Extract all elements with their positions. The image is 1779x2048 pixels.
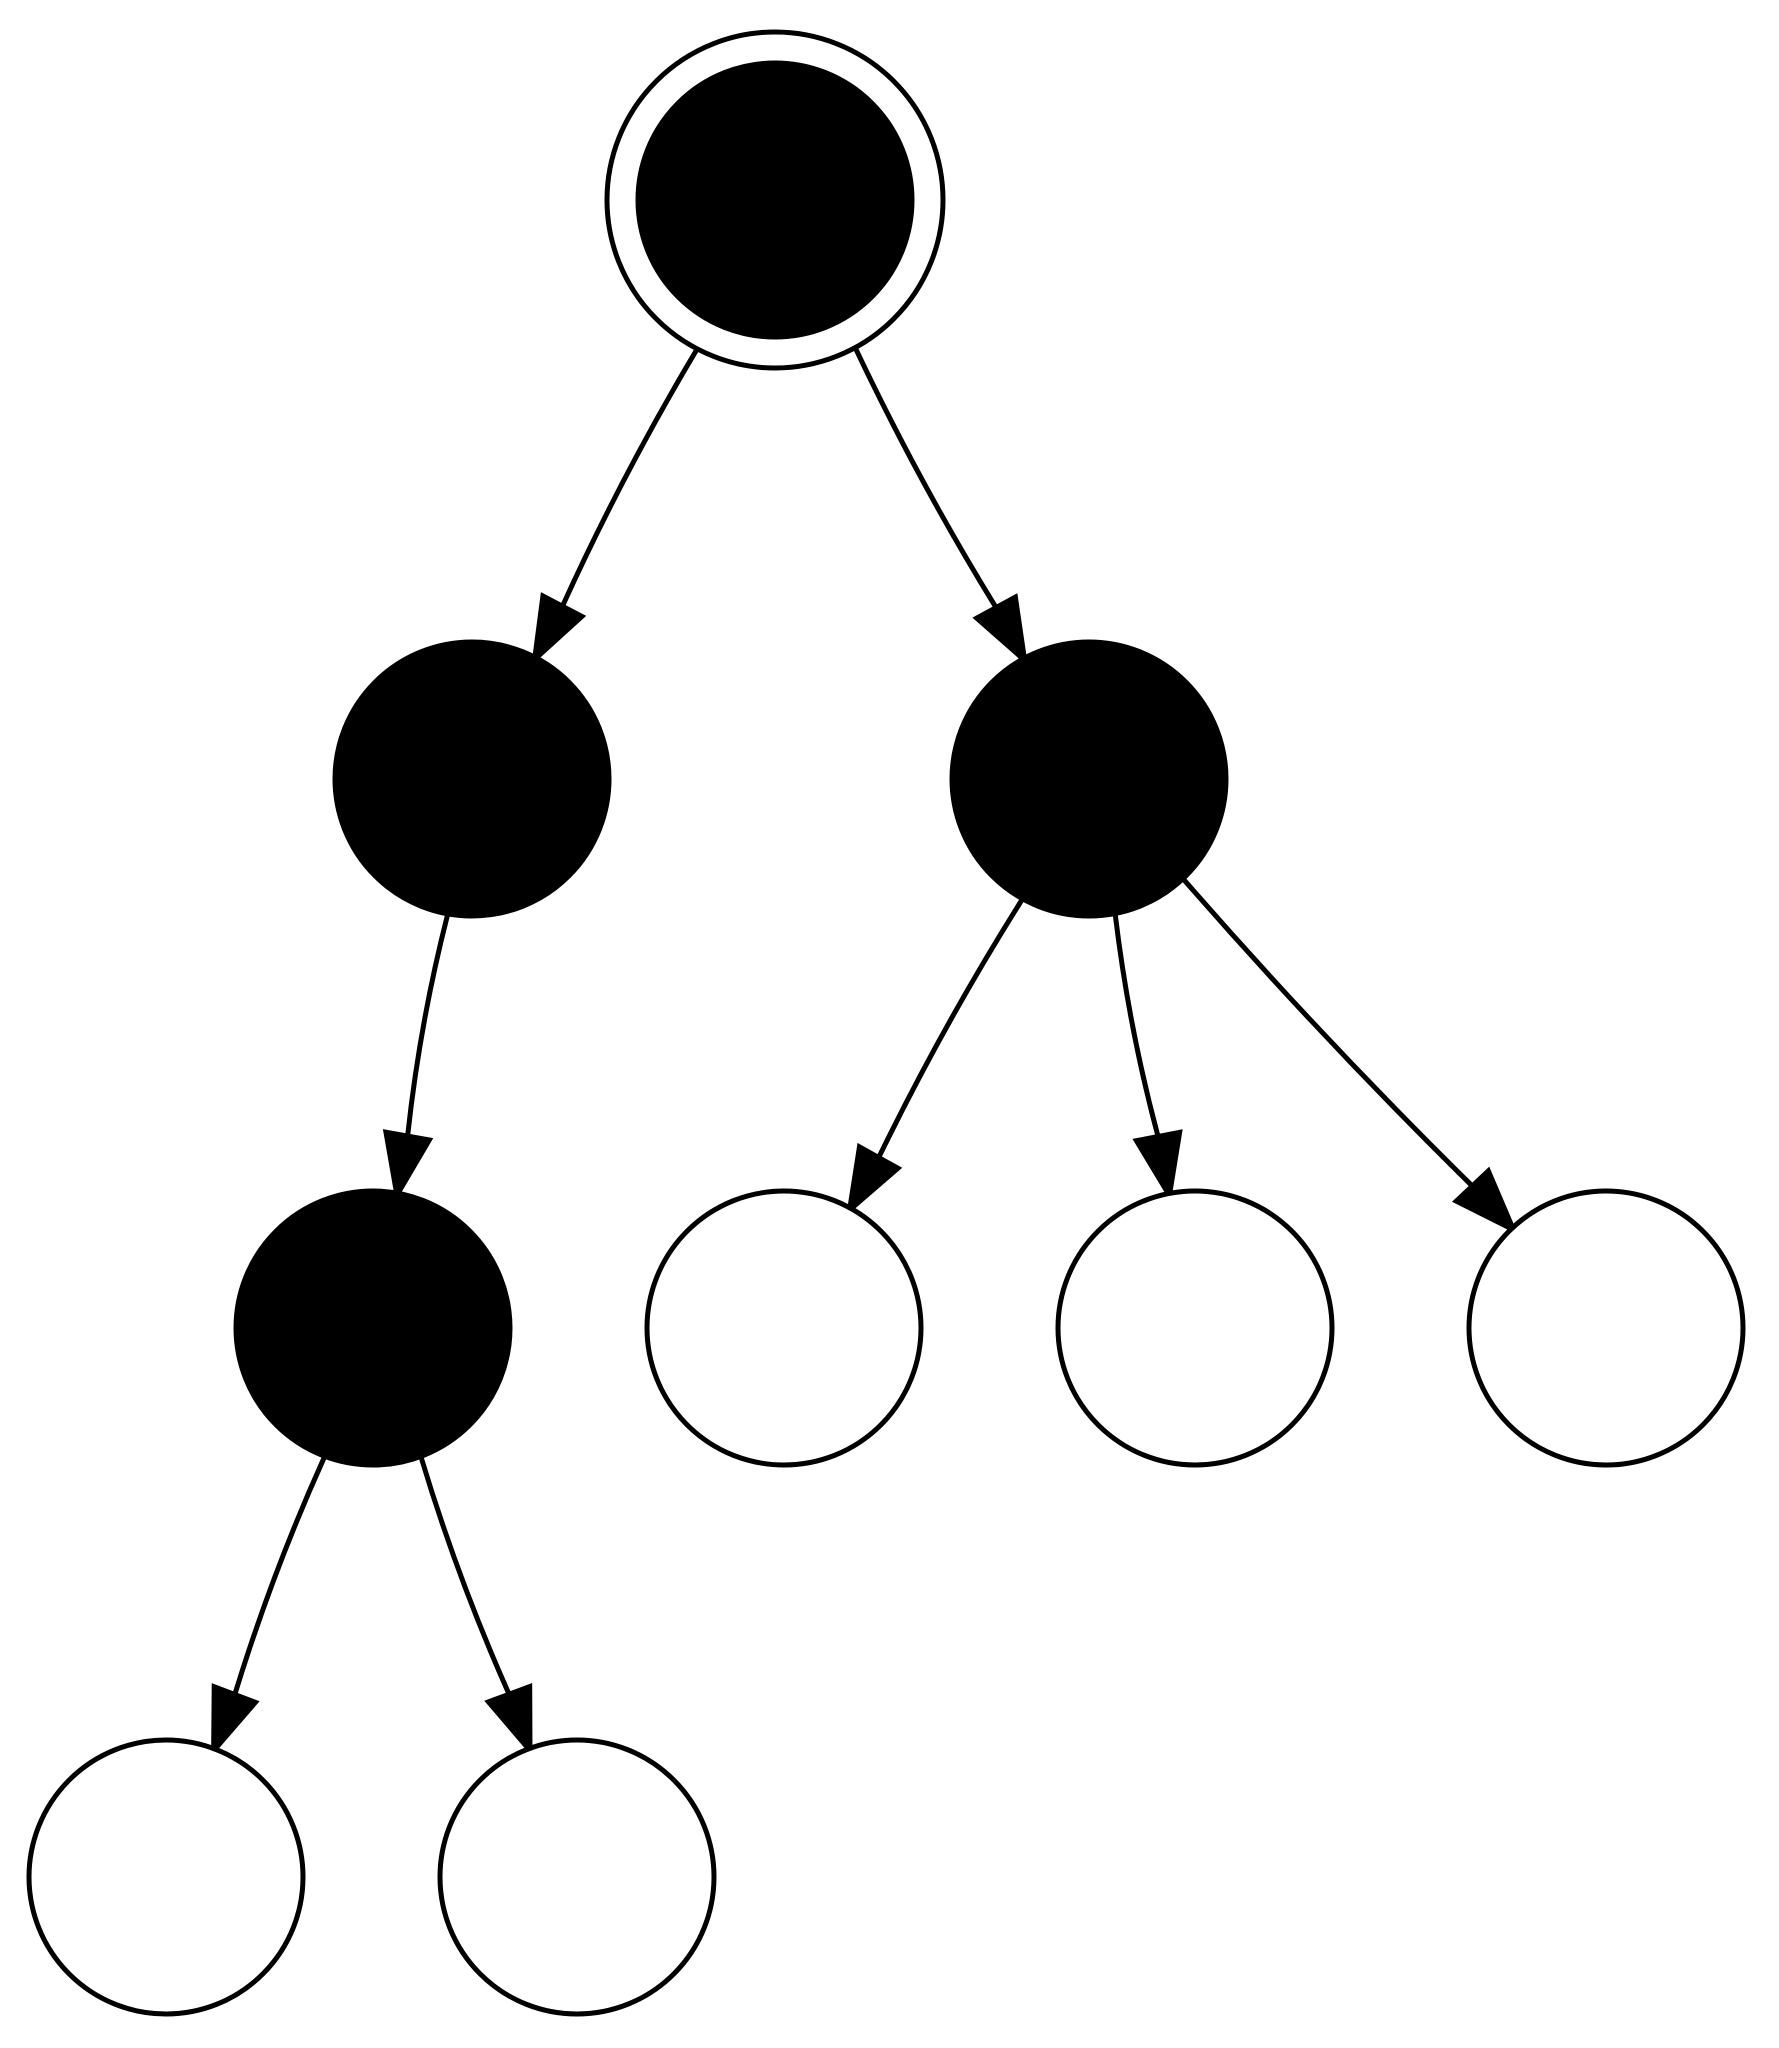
empty-node-circle — [644, 1188, 924, 1468]
edge-n2-n4 — [846, 899, 1024, 1217]
empty-node-circle — [1055, 1188, 1335, 1468]
edge-n3-n7 — [211, 1457, 327, 1758]
node-n6 — [1466, 1188, 1746, 1468]
node-outer-ring — [604, 29, 946, 371]
arrowhead — [1451, 1166, 1519, 1236]
node-n2 — [949, 639, 1229, 919]
edge-n0-n1 — [531, 349, 699, 666]
edge-line — [560, 349, 699, 608]
edge-n2-n5 — [1112, 915, 1183, 1203]
empty-node-circle — [1466, 1188, 1746, 1468]
edges — [211, 348, 1519, 1758]
edge-n2-n6 — [1182, 878, 1519, 1236]
edge-line — [405, 915, 450, 1137]
edge-line — [853, 348, 999, 609]
filled-node-circle — [332, 639, 612, 919]
edge-line — [419, 1457, 512, 1696]
arrowhead — [484, 1682, 533, 1758]
filled-node-circle — [233, 1188, 513, 1468]
arrowhead — [1132, 1129, 1183, 1203]
node-n8 — [437, 1737, 717, 2017]
edge-n3-n8 — [419, 1457, 533, 1758]
nodes — [26, 29, 1746, 2017]
edge-line — [232, 1457, 327, 1696]
edge-line — [876, 899, 1024, 1159]
empty-node-circle — [437, 1737, 717, 2017]
node-n7 — [26, 1737, 306, 2017]
filled-node-circle — [635, 60, 915, 340]
arrowhead — [211, 1683, 260, 1758]
arrowhead — [972, 593, 1029, 667]
node-n3 — [233, 1188, 513, 1468]
node-n0 — [604, 29, 946, 371]
edge-line — [1182, 878, 1475, 1188]
arrowhead — [531, 592, 587, 666]
node-n5 — [1055, 1188, 1335, 1468]
node-n1 — [332, 639, 612, 919]
edge-n1-n3 — [382, 915, 450, 1203]
edge-n0-n2 — [853, 348, 1029, 667]
arrowhead — [382, 1129, 434, 1203]
arrowhead — [846, 1142, 903, 1217]
edge-line — [1112, 915, 1161, 1138]
node-n4 — [644, 1188, 924, 1468]
filled-node-circle — [949, 639, 1229, 919]
empty-node-circle — [26, 1737, 306, 2017]
